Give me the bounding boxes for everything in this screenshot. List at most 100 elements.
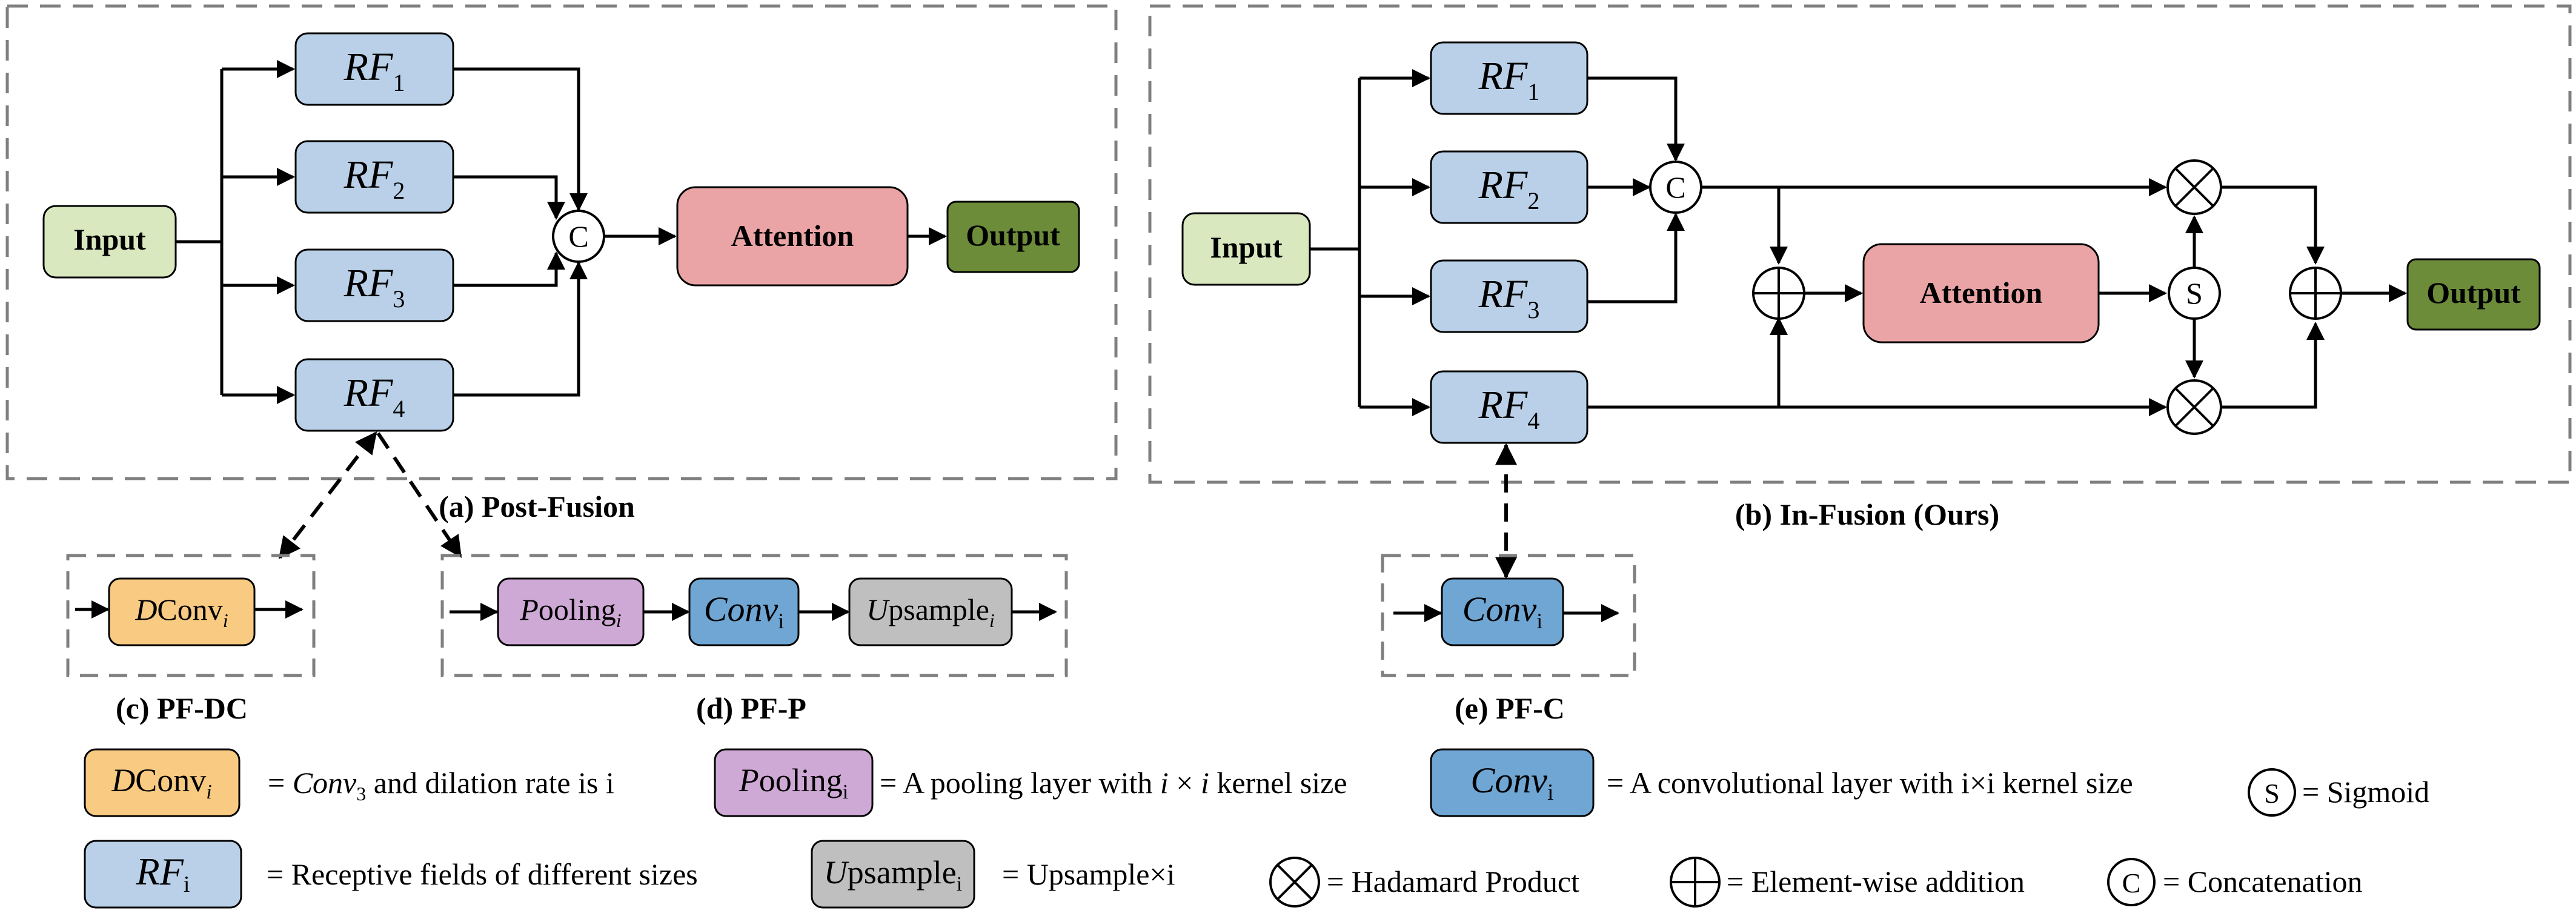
svg-text:RF3: RF3 xyxy=(1478,272,1540,324)
legend-addition: = Element-wise addition xyxy=(1670,857,2025,908)
legend-dconv-text-prefix: = xyxy=(268,766,293,800)
panel-b-branch-lines xyxy=(1310,69,1430,416)
panel-b-rf-3-label: RF xyxy=(1478,272,1528,316)
panel-a-caption: (a) Post-Fusion xyxy=(439,490,635,523)
panel-e-conv-main: Conv xyxy=(1462,589,1537,629)
panel-b-rf-4-label: RF xyxy=(1478,383,1528,427)
panel-a-rf-3-label: RF xyxy=(344,261,393,305)
legend-dconv-text-rest: and dilation rate is i xyxy=(366,766,614,800)
svg-text:Poolingi: Poolingi xyxy=(519,592,621,631)
panel-b-input-label: Input xyxy=(1210,230,1283,264)
panel-a-concat-symbol: C xyxy=(568,219,588,253)
panel-e-border xyxy=(1381,554,1636,677)
panel-b-input-node: Input xyxy=(1181,212,1311,286)
svg-text:DConvi: DConvi xyxy=(134,592,228,631)
panel-d-border xyxy=(440,554,1068,677)
panel-c-dconv-sub: i xyxy=(223,609,228,631)
panel-d-pooling-main: ooling xyxy=(539,592,616,626)
panel-a-border xyxy=(5,4,1118,480)
svg-text:Upsamplei: Upsamplei xyxy=(866,592,995,631)
legend-conv-main: Conv xyxy=(1470,760,1547,800)
panel-b-rf-3-sub: 3 xyxy=(1527,296,1539,324)
svg-text:RF1: RF1 xyxy=(344,45,405,96)
panel-a-merge-lines xyxy=(453,67,588,397)
panel-b-sigmoid-node: S xyxy=(2168,267,2221,320)
svg-text:RF2: RF2 xyxy=(1478,163,1540,214)
panel-d-pooling-block: Poolingi xyxy=(497,577,645,646)
panel-b-rf-1: RF1 xyxy=(1430,41,1588,115)
panel-b-rf-2: RF2 xyxy=(1430,150,1588,224)
legend-rf-main: RF xyxy=(136,850,184,893)
panel-a-branch-lines xyxy=(176,60,295,404)
legend-sigmoid: S = Sigmoid xyxy=(2248,768,2429,817)
panel-a-input-node: Input xyxy=(42,205,177,279)
svg-text:RF2: RF2 xyxy=(344,153,405,204)
panel-c-dconv-italic: D xyxy=(134,592,157,626)
legend-pooling-text-a: = A pooling layer with xyxy=(880,766,1160,800)
panel-b-rf-1-sub: 1 xyxy=(1527,78,1539,105)
legend-concat-symbol: C xyxy=(2122,868,2141,898)
legend-conv-sub: i xyxy=(1547,780,1554,805)
panel-d-caption: (d) PF-P xyxy=(696,691,806,725)
legend-upsample: Upsamplei = Upsample×i xyxy=(811,840,1175,909)
legend-hadamard: = Hadamard Product xyxy=(1269,857,1579,908)
panel-c-dconv-main: Conv xyxy=(157,592,222,626)
panel-a-rf-4-sub: 4 xyxy=(393,395,405,422)
panel-b-caption: (b) In-Fusion (Ours) xyxy=(1735,497,1999,531)
legend-concat-text: = Concatenation xyxy=(2163,865,2363,898)
panel-a-rf-4-label: RF xyxy=(344,371,393,415)
legend-rf-text: = Receptive fields of different sizes xyxy=(267,857,698,891)
panel-a-rf-2: RF2 xyxy=(294,140,454,214)
svg-text:RF3: RF3 xyxy=(344,261,405,313)
panel-a-output-node: Output xyxy=(946,201,1080,273)
panel-a-rf-1-sub: 1 xyxy=(393,69,405,96)
panel-d-upsample-italic: U xyxy=(866,592,890,626)
svg-text:Upsamplei: Upsamplei xyxy=(824,854,962,895)
panel-c-dconv-block: DConvi xyxy=(108,577,256,646)
panel-d-conv-main: Conv xyxy=(704,589,778,629)
panel-b-in-fusion: Input RF1 RF2 RF3 RF4 xyxy=(1148,4,2572,531)
panel-b-merge-lines xyxy=(1587,76,1685,304)
legend-pooling-italic: P xyxy=(739,762,759,798)
panel-b-hadamard-top xyxy=(2166,159,2222,215)
panel-a-rf-4: RF4 xyxy=(294,358,454,432)
panel-c-pf-dc: DConvi (c) PF-DC xyxy=(66,554,316,725)
panel-b-rf-2-label: RF xyxy=(1478,163,1528,207)
panel-a-input-label: Input xyxy=(73,222,146,256)
panel-c-caption: (c) PF-DC xyxy=(116,691,248,725)
panel-a-rf-2-sub: 2 xyxy=(393,177,405,204)
legend-upsample-italic: U xyxy=(824,854,849,891)
panel-b-output-label: Output xyxy=(2426,276,2521,310)
legend-sigmoid-text: = Sigmoid xyxy=(2302,775,2429,809)
legend-rf-sub: i xyxy=(184,872,190,897)
svg-text:Poolingi: Poolingi xyxy=(739,762,848,803)
panel-e-conv-block: Convi xyxy=(1441,577,1564,646)
panel-a-rf-1-label: RF xyxy=(344,45,393,89)
panel-b-hadamard-bottom xyxy=(2166,379,2222,435)
panel-a-rf-2-label: RF xyxy=(344,153,393,197)
panel-a-attention-node: Attention xyxy=(676,186,909,287)
legend-conv: Convi = A convolutional layer with i×i k… xyxy=(1430,748,2133,817)
legend-upsample-text: = Upsample×i xyxy=(1002,857,1175,891)
panel-b-sigmoid-symbol: S xyxy=(2186,276,2203,310)
legend-dconv-italic: D xyxy=(111,762,135,798)
legend-sigmoid-symbol: S xyxy=(2264,778,2280,809)
panel-a-rf-3-sub: 3 xyxy=(393,285,405,313)
svg-text:RF4: RF4 xyxy=(1478,383,1540,434)
panel-b-output-node: Output xyxy=(2406,258,2541,331)
panel-b-concat-symbol: C xyxy=(1665,170,1685,204)
panel-a-attention-label: Attention xyxy=(731,219,854,253)
svg-text:RFi: RFi xyxy=(136,850,190,897)
legend-pooling-sub: i xyxy=(843,781,848,803)
legend-upsample-main: psample xyxy=(848,854,957,891)
panel-e-conv-sub: i xyxy=(1536,609,1542,633)
panel-b-addition-final xyxy=(2289,267,2342,320)
panel-b-flow-lines xyxy=(1587,178,2407,416)
panel-b-addition-node xyxy=(1752,267,1805,320)
panel-e-pf-c: Convi (e) PF-C xyxy=(1381,554,1636,725)
panel-b-attention-node: Attention xyxy=(1862,243,2100,344)
panel-a-post-fusion: Input RF1 RF2 RF3 RF4 xyxy=(5,4,1118,523)
legend-hadamard-text: = Hadamard Product xyxy=(1327,865,1579,898)
legend: DConvi = Conv3 and dilation rate is i Po… xyxy=(84,748,2429,909)
panel-d-upsample-main: psample xyxy=(888,592,989,626)
